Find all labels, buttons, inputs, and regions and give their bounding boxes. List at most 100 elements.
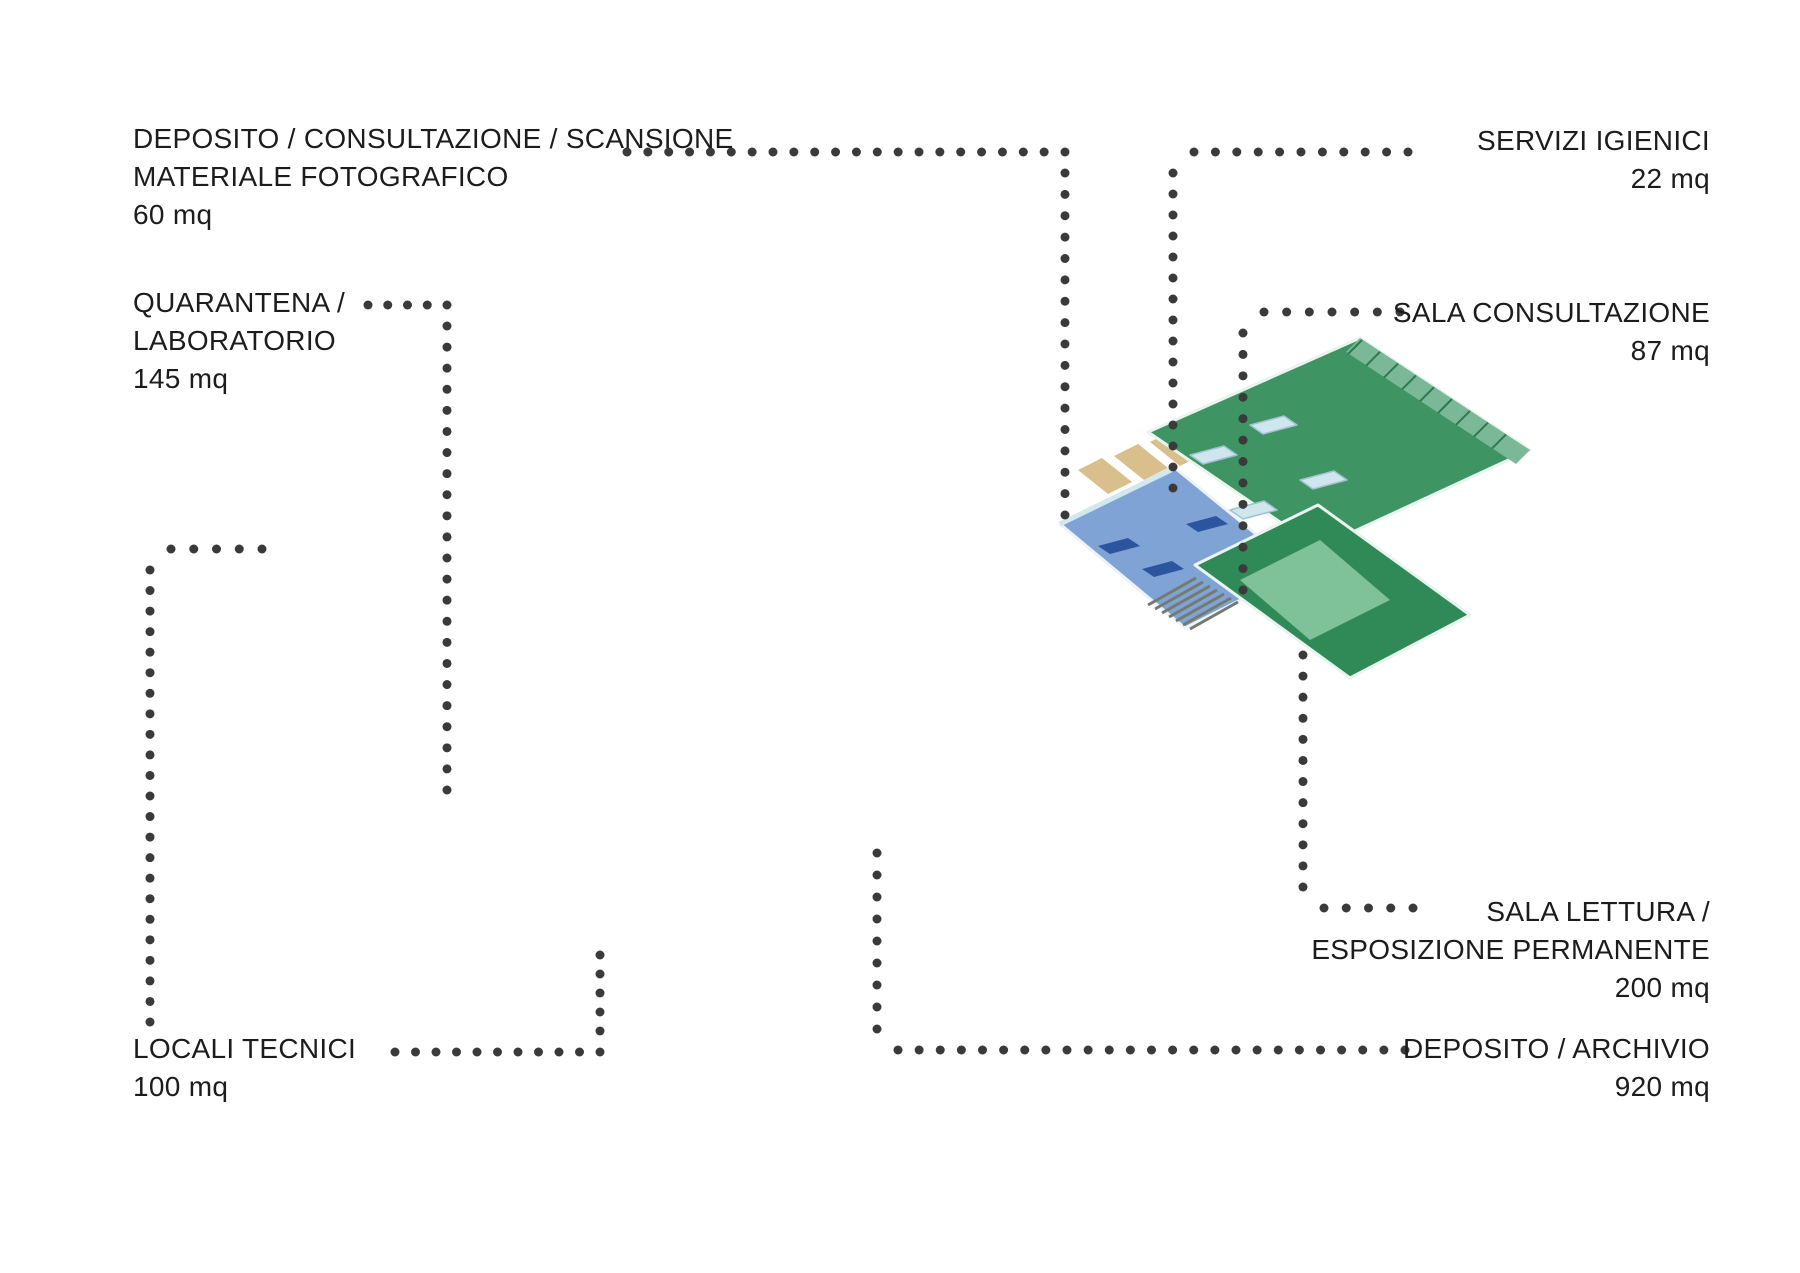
- left-courtyard-stair-step: [1168, 588, 1218, 619]
- leader-consultazione: [1238, 542, 1248, 552]
- leader-archivio: [1273, 1045, 1283, 1055]
- leader-consultazione: [1238, 564, 1248, 574]
- leader-tecnici: [166, 544, 176, 554]
- leader-archivio: [1168, 1045, 1178, 1055]
- consultazione-desk: [1186, 516, 1228, 532]
- leader-foto: [1060, 189, 1070, 199]
- leader-foto: [1060, 510, 1070, 520]
- leader-tecnici: [234, 544, 244, 554]
- leader-servizi: [1168, 294, 1178, 304]
- leader-servizi: [1168, 378, 1178, 388]
- leader-servizi: [1168, 483, 1178, 493]
- leader-foto: [685, 147, 695, 157]
- left-courtyard-stair-step: [1147, 576, 1197, 607]
- leader-servizi: [1168, 315, 1178, 325]
- leader-foto: [1060, 467, 1070, 477]
- leader-lettura: [1298, 671, 1308, 681]
- leader-archivio: [999, 1045, 1009, 1055]
- leader-tecnici: [145, 955, 155, 965]
- leader-archivio: [956, 1045, 966, 1055]
- leader-lettura: [1386, 903, 1396, 913]
- left-courtyard-stair-step: [1189, 600, 1239, 631]
- leader-quarantena: [442, 743, 452, 753]
- leader-quarantena: [442, 595, 452, 605]
- leader-foto: [956, 147, 966, 157]
- leader-foto: [1060, 489, 1070, 499]
- leader-archivio: [1210, 1045, 1220, 1055]
- leader-tecnici: [257, 544, 267, 554]
- consultazione-desk: [1142, 561, 1184, 577]
- leader-quarantena: [422, 300, 432, 310]
- leader-tecnici: [493, 1047, 502, 1057]
- leader-foto: [851, 147, 861, 157]
- leader-archivio: [1337, 1045, 1347, 1055]
- leader-tecnici: [145, 606, 155, 616]
- lettura-reading-table: [1249, 415, 1298, 435]
- label-line: LOCALI TECNICI: [133, 1033, 357, 1064]
- leader-archivio: [1147, 1045, 1156, 1055]
- leader-tecnici: [145, 668, 155, 678]
- leader-archivio: [893, 1045, 903, 1055]
- leader-servizi: [1168, 168, 1178, 178]
- leader-tecnici: [145, 688, 155, 698]
- leader-foto: [643, 147, 653, 157]
- leader-quarantena: [442, 469, 452, 479]
- leader-foto: [1060, 425, 1070, 434]
- leader-foto: [1060, 382, 1070, 392]
- leader-foto: [1060, 168, 1070, 178]
- leader-quarantena: [442, 321, 452, 331]
- leader-foto: [789, 147, 799, 157]
- leader-tecnici: [145, 873, 155, 883]
- leader-quarantena: [442, 448, 452, 458]
- leader-servizi: [1275, 147, 1285, 157]
- leader-archivio: [1231, 1045, 1241, 1055]
- leader-archivio: [872, 1002, 882, 1012]
- leader-foto: [622, 147, 632, 157]
- leader-tecnici: [145, 627, 155, 637]
- leader-archivio: [914, 1045, 924, 1055]
- leader-quarantena: [442, 637, 452, 647]
- leader-foto: [1039, 147, 1049, 157]
- leader-tecnici: [431, 1047, 441, 1057]
- leader-quarantena: [442, 764, 452, 774]
- leader-quarantena: [442, 616, 452, 626]
- leader-servizi: [1360, 147, 1370, 157]
- lettura-reading-table: [1229, 500, 1278, 520]
- label-line: SALA CONSULTAZIONE: [1392, 297, 1710, 328]
- leader-servizi: [1168, 420, 1178, 430]
- leader-consultazione: [1238, 349, 1248, 359]
- leader-quarantena: [442, 574, 452, 584]
- leader-consultazione: [1259, 307, 1269, 317]
- leader-consultazione: [1282, 307, 1292, 317]
- leader-foto: [1060, 275, 1070, 285]
- leader-foto: [1060, 446, 1070, 456]
- leader-tecnici: [534, 1047, 543, 1057]
- label-line: ESPOSIZIONE PERMANENTE: [1311, 934, 1710, 965]
- leader-foto: [831, 147, 841, 157]
- left-courtyard-stair-step: [1182, 596, 1232, 627]
- leader-lettura: [1298, 713, 1308, 723]
- leader-consultazione: [1238, 392, 1248, 402]
- leader-lettura: [1298, 692, 1308, 702]
- leader-foto: [664, 147, 674, 157]
- label-area-value: 200 mq: [1614, 972, 1710, 1003]
- leader-servizi: [1168, 462, 1178, 472]
- leader-archivio: [1189, 1045, 1199, 1055]
- label-line: DEPOSITO / CONSULTAZIONE / SCANSIONE: [133, 123, 734, 154]
- leader-foto: [872, 147, 882, 157]
- leader-servizi: [1168, 252, 1178, 262]
- leader-tecnici: [145, 770, 155, 780]
- lettura-glass-grid: [1455, 410, 1471, 426]
- leader-tecnici: [575, 1047, 584, 1057]
- leader-archivio: [978, 1045, 987, 1055]
- leader-foto: [1018, 147, 1028, 157]
- leader-quarantena: [442, 384, 452, 394]
- consultazione-glass-wall: [1058, 465, 1177, 527]
- leader-quarantena: [442, 511, 452, 521]
- leader-tecnici: [145, 914, 155, 924]
- leader-foto: [747, 147, 757, 157]
